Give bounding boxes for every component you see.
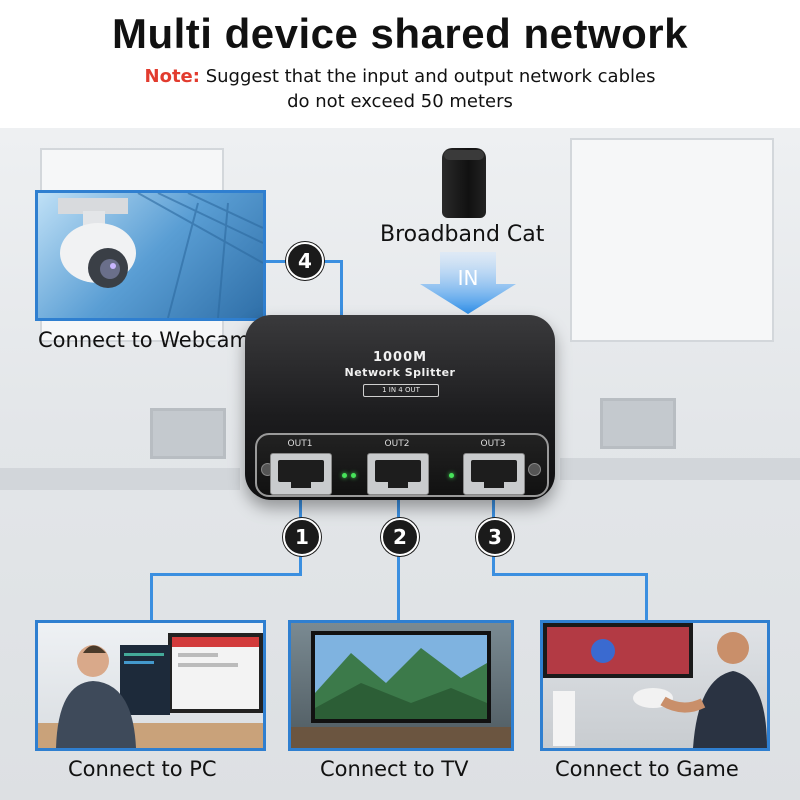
webcam-photo	[35, 190, 266, 321]
splitter-model: 1000M	[372, 350, 428, 365]
led-indicator	[351, 473, 356, 478]
pc-photo	[35, 620, 266, 751]
ethernet-port-icon	[463, 453, 525, 495]
wire-webcam-vertical	[340, 260, 343, 320]
router-icon	[442, 148, 486, 218]
game-caption: Connect to Game	[555, 757, 739, 781]
router-top	[444, 150, 484, 160]
badge-3: 3	[476, 518, 514, 556]
gamepad-icon	[543, 623, 767, 748]
ethernet-port-icon	[367, 453, 429, 495]
note-label: Note:	[144, 66, 200, 87]
note-line-1: Suggest that the input and output networ…	[199, 66, 656, 87]
page-title: Multi device shared network	[112, 10, 688, 57]
wire-tv	[397, 500, 400, 620]
splitter-name: Network Splitter	[344, 366, 456, 379]
tv-icon	[291, 631, 511, 748]
wire-pc-vertical	[150, 573, 153, 620]
splitter-ports-spec: 1 IN 4 OUT	[363, 384, 439, 397]
ethernet-port-icon	[270, 453, 332, 495]
in-label: IN	[457, 266, 479, 290]
computer-icon	[38, 633, 263, 748]
camera-icon	[58, 193, 263, 318]
note-line-2: do not exceed 50 meters	[287, 91, 513, 112]
background-monitor	[150, 408, 226, 459]
port-label-out1: OUT1	[287, 439, 313, 449]
port-label-out3: OUT3	[480, 439, 506, 449]
background-desk	[0, 468, 240, 490]
badge-4: 4	[286, 242, 324, 280]
tv-photo	[288, 620, 514, 751]
led-indicator	[449, 473, 454, 478]
port-label-out2: OUT2	[384, 439, 410, 449]
wire-game-vertical	[645, 573, 648, 620]
game-photo	[540, 620, 770, 751]
broadband-label: Broadband Cat	[380, 222, 545, 247]
note-text: Note: Suggest that the input and output …	[0, 64, 800, 114]
background-desk	[560, 458, 800, 480]
network-splitter: 1000M Network Splitter 1 IN 4 OUT OUT1 O…	[245, 315, 555, 500]
tv-caption: Connect to TV	[320, 757, 469, 781]
webcam-caption: Connect to Webcam	[38, 328, 250, 352]
wire-game-horizontal	[492, 573, 647, 576]
background-monitor	[600, 398, 676, 449]
wire-pc-horizontal	[150, 573, 302, 576]
in-arrow-icon	[420, 252, 516, 314]
background-window	[570, 138, 774, 342]
led-indicator	[342, 473, 347, 478]
screw-icon	[528, 463, 541, 476]
badge-1: 1	[283, 518, 321, 556]
badge-2: 2	[381, 518, 419, 556]
pc-caption: Connect to PC	[68, 757, 217, 781]
